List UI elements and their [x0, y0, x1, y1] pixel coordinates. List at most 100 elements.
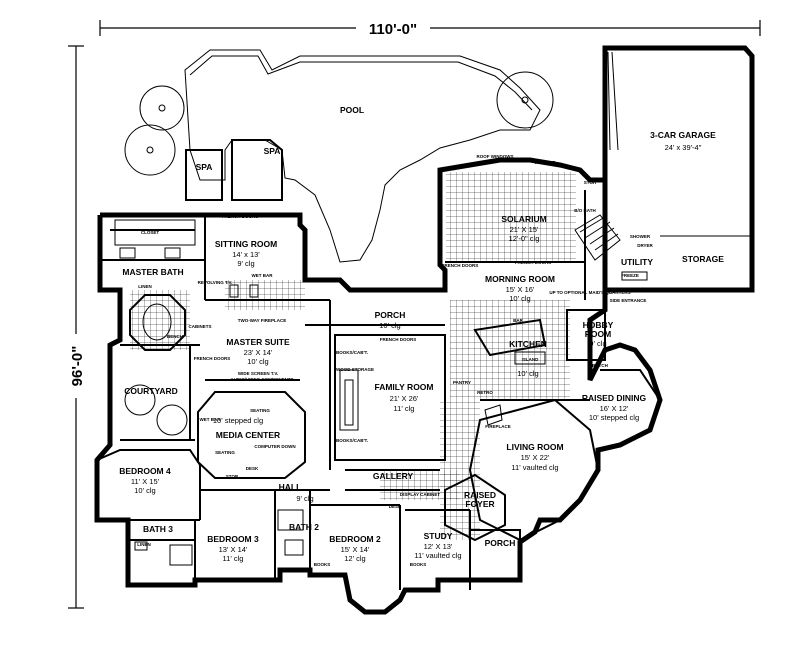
- svg-text:15' X 16': 15' X 16': [506, 285, 535, 294]
- svg-text:MASTER BATH: MASTER BATH: [122, 267, 183, 277]
- svg-text:FRENCH DOORS: FRENCH DOORS: [380, 337, 417, 342]
- room-bedroom-3: BEDROOM 3 13' X 14' 11' clg: [207, 534, 259, 563]
- garage-walls: [602, 45, 755, 293]
- svg-text:BOOKS: BOOKS: [410, 562, 427, 567]
- svg-text:10' clg: 10' clg: [517, 369, 538, 378]
- kitchen-floor: [450, 300, 570, 400]
- room-solarium: SOLARIUM 21' X 15' 12'-0" clg: [501, 214, 546, 243]
- svg-text:BAR: BAR: [513, 318, 523, 323]
- room-pool: POOL: [340, 105, 364, 115]
- svg-text:PANTRY: PANTRY: [453, 380, 471, 385]
- room-spa-2: SPA: [264, 146, 281, 156]
- svg-text:FRENCH DOORS: FRENCH DOORS: [515, 260, 552, 265]
- svg-text:10' clg: 10' clg: [247, 357, 268, 366]
- svg-text:16' X 12': 16' X 12': [600, 404, 629, 413]
- svg-text:COURTYARD: COURTYARD: [124, 386, 178, 396]
- svg-text:WIDE SCREEN T.V.: WIDE SCREEN T.V.: [238, 371, 278, 376]
- svg-text:11' vaulted clg: 11' vaulted clg: [414, 551, 461, 560]
- svg-text:11' vaulted clg: 11' vaulted clg: [511, 463, 558, 472]
- svg-text:12' clg: 12' clg: [344, 554, 365, 563]
- room-spa-1: SPA: [196, 162, 213, 172]
- svg-text:12'-0" clg: 12'-0" clg: [509, 234, 540, 243]
- svg-text:FOYER: FOYER: [465, 499, 494, 509]
- svg-text:WOOD STORAGE: WOOD STORAGE: [336, 367, 374, 372]
- room-bath-2: BATH 2: [289, 522, 319, 532]
- svg-text:COMPUTER DOWN: COMPUTER DOWN: [254, 444, 295, 449]
- svg-text:KITCHEN: KITCHEN: [509, 339, 547, 349]
- svg-text:STOR: STOR: [584, 180, 597, 185]
- svg-text:SITTING ROOM: SITTING ROOM: [215, 239, 277, 249]
- svg-text:PORCH: PORCH: [375, 310, 406, 320]
- depth-label: 96'-0": [69, 346, 86, 387]
- svg-text:FRENCH DOORS: FRENCH DOORS: [442, 263, 479, 268]
- svg-text:MORNING ROOM: MORNING ROOM: [485, 274, 555, 284]
- svg-text:TWO-WAY FIREPLACE: TWO-WAY FIREPLACE: [238, 318, 287, 323]
- svg-text:11' clg: 11' clg: [223, 554, 244, 563]
- svg-text:10' stepped clg: 10' stepped clg: [213, 416, 263, 425]
- room-bath-3: BATH 3: [143, 524, 173, 534]
- svg-text:15' X 22': 15' X 22': [521, 453, 550, 462]
- svg-text:MASTER SUITE: MASTER SUITE: [226, 337, 290, 347]
- room-hobby-room: HOBBY ROOM 9' clg: [583, 320, 614, 348]
- hall-floor: [380, 470, 460, 500]
- svg-text:STUDY: STUDY: [424, 531, 453, 541]
- room-gallery: GALLERY: [373, 471, 414, 481]
- svg-text:AUDIO/VIDEO COMPONENTS: AUDIO/VIDEO COMPONENTS: [230, 377, 293, 382]
- room-kitchen: KITCHEN 10' clg: [509, 339, 547, 378]
- svg-text:3-CAR GARAGE: 3-CAR GARAGE: [650, 130, 716, 140]
- spa-1: [185, 149, 223, 201]
- room-family-room: FAMILY ROOM 21' X 26' 11' clg: [374, 382, 433, 413]
- svg-text:HOBBY: HOBBY: [583, 320, 614, 330]
- svg-text:9' clg: 9' clg: [237, 259, 254, 268]
- svg-text:LIVING ROOM: LIVING ROOM: [506, 442, 563, 452]
- svg-text:WET BAR: WET BAR: [252, 273, 274, 278]
- svg-text:9' clg: 9' clg: [296, 494, 313, 503]
- tree-icon: [124, 71, 554, 436]
- svg-text:10' clg: 10' clg: [134, 486, 155, 495]
- svg-text:BOOKS: BOOKS: [314, 562, 331, 567]
- svg-text:DESK: DESK: [389, 504, 402, 509]
- svg-text:B/O BATH: B/O BATH: [574, 208, 595, 213]
- svg-text:10' clg: 10' clg: [379, 321, 400, 330]
- room-storage: STORAGE: [682, 254, 724, 264]
- svg-text:LINEN: LINEN: [137, 542, 151, 547]
- master-bath-floor: [130, 290, 190, 350]
- solarium-floor: [446, 172, 576, 262]
- svg-text:SEATING: SEATING: [215, 450, 235, 455]
- svg-text:14' x 13': 14' x 13': [232, 250, 260, 259]
- room-labels: POOL SPA SPA 3-CAR GARAGE 24' x 39'-4" S…: [119, 105, 724, 563]
- svg-text:10' clg: 10' clg: [509, 294, 530, 303]
- room-living-room: LIVING ROOM 15' X 22' 11' vaulted clg: [506, 442, 563, 472]
- svg-text:DRYER: DRYER: [637, 243, 653, 248]
- svg-text:STOR: STOR: [226, 474, 239, 479]
- svg-text:SHOWER: SHOWER: [630, 234, 651, 239]
- svg-text:SIDE ENTRANCE: SIDE ENTRANCE: [610, 298, 647, 303]
- svg-text:BATH 3: BATH 3: [143, 524, 173, 534]
- svg-text:13' X 14': 13' X 14': [219, 545, 248, 554]
- room-hall: HALL 9' clg: [279, 482, 314, 503]
- svg-text:23' X 14': 23' X 14': [244, 348, 273, 357]
- svg-text:POOL: POOL: [340, 105, 364, 115]
- room-media-center: 10' stepped clg MEDIA CENTER: [213, 416, 280, 440]
- svg-text:UTILITY: UTILITY: [621, 257, 653, 267]
- svg-text:21' X 15': 21' X 15': [510, 225, 539, 234]
- fixture-labels: CLOSET FRENCH DOORS WET BAR REVOLVING T.…: [137, 154, 653, 567]
- room-bedroom-2: BEDROOM 2 15' X 14' 12' clg: [329, 534, 381, 563]
- width-label: 110'-0": [369, 21, 417, 38]
- svg-text:WET BAR: WET BAR: [200, 417, 222, 422]
- svg-text:FIREPLACE: FIREPLACE: [485, 424, 511, 429]
- svg-text:CLOSET: CLOSET: [141, 230, 160, 235]
- svg-text:RAISED: RAISED: [464, 490, 496, 500]
- svg-text:DESK: DESK: [246, 466, 259, 471]
- svg-text:11' clg: 11' clg: [394, 404, 415, 413]
- svg-text:UP TO OPTIONAL MAID'S QUARTERS: UP TO OPTIONAL MAID'S QUARTERS: [549, 290, 630, 295]
- room-garage: 3-CAR GARAGE 24' x 39'-4": [650, 130, 716, 152]
- svg-text:CABINETS: CABINETS: [188, 324, 211, 329]
- room-raised-dining: RAISED DINING 16' X 12' 10' stepped clg: [582, 393, 647, 422]
- svg-text:BOOKS/CAB'T.: BOOKS/CAB'T.: [336, 438, 368, 443]
- svg-text:SPA: SPA: [196, 162, 213, 172]
- svg-text:FRENCH DOORS: FRENCH DOORS: [222, 214, 259, 219]
- svg-text:FAMILY ROOM: FAMILY ROOM: [374, 382, 433, 392]
- room-utility: UTILITY: [621, 257, 653, 267]
